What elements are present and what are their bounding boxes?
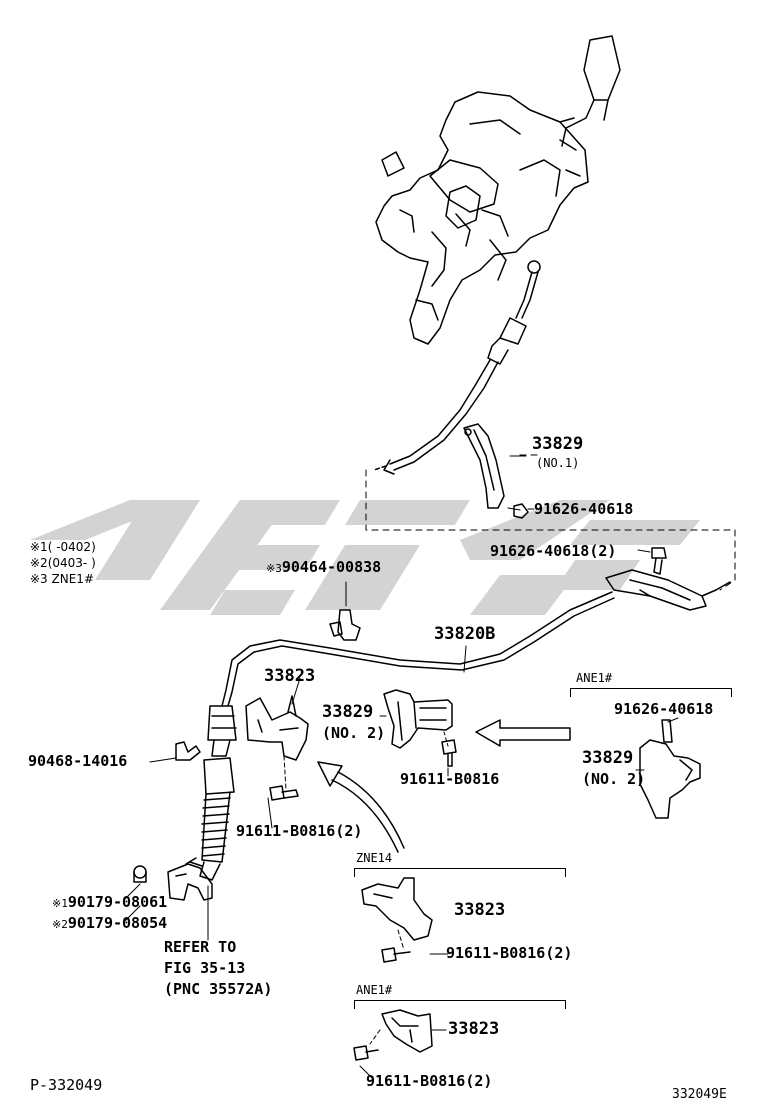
label-33829-no2[interactable]: 33829 <box>322 702 374 722</box>
group-zne14-bracket <box>354 868 566 877</box>
label-90179-b-number: 90179-08054 <box>67 914 168 932</box>
note-3-text: ZNE1# <box>51 572 94 586</box>
ane1-right-bracket <box>639 719 701 819</box>
shift-lever <box>559 35 621 147</box>
label-ane1-right-91626[interactable]: 91626-40618 <box>614 700 714 718</box>
label-33829-no1-sub: (NO.1) <box>536 456 580 470</box>
refer-line-3[interactable]: (PNC 35572A) <box>164 980 273 998</box>
refer-line-2: FIG 35-13 <box>164 959 246 977</box>
bolt-91626-2 <box>651 547 667 575</box>
group-ane1-bottom-bracket <box>354 1000 566 1009</box>
leader-lines <box>123 455 679 1079</box>
label-ane1-right-33829[interactable]: 33829 <box>582 748 634 768</box>
label-91626-40618-a[interactable]: 91626-40618 <box>534 500 634 518</box>
refer-line-1: REFER TO <box>164 938 237 956</box>
note-2-text: (0403- ) <box>47 556 96 570</box>
label-ane1-bottom-91611[interactable]: 91611-B0816(2) <box>366 1072 493 1090</box>
figure-code: 332049E <box>672 1087 727 1102</box>
label-33829-no1[interactable]: 33829 <box>532 434 584 454</box>
label-91611-b0816-center[interactable]: 91611-B0816 <box>400 770 500 788</box>
bracket-33823-main <box>245 695 309 791</box>
page-code: P-332049 <box>30 1076 103 1094</box>
label-91626-40618-b[interactable]: 91626-40618(2) <box>490 542 617 560</box>
label-90464-mark: ※3 <box>266 562 282 575</box>
label-90464-number: 90464-00838 <box>281 558 382 576</box>
label-ane1-right-33829-sub: (NO. 2) <box>582 770 646 788</box>
bolt-91611-left <box>269 785 299 801</box>
note-2: ※2(0403- ) <box>30 557 96 569</box>
label-90179-b-mark: ※2 <box>52 918 68 931</box>
zne14-bracket <box>361 877 433 963</box>
shift-cable-upper <box>373 260 541 475</box>
label-33820b[interactable]: 33820B <box>434 624 496 644</box>
label-33829-no2-sub: (NO. 2) <box>322 724 386 742</box>
group-ane1-bottom-title: ANE1# <box>356 983 393 997</box>
shift-cable-33820b <box>221 591 615 707</box>
shift-lever-housing <box>375 91 589 345</box>
label-90179-08054[interactable]: ※290179-08054 <box>52 916 167 931</box>
note-1: ※1( -0402) <box>30 541 96 553</box>
label-90179-a-number: 90179-08061 <box>67 893 168 911</box>
group-zne14-title: ZNE14 <box>356 851 393 865</box>
cable-end-bracket <box>133 857 213 941</box>
group-ane1-right-title: ANE1# <box>576 671 613 685</box>
view-arrow-right <box>475 719 571 747</box>
label-90179-a-mark: ※1 <box>52 897 68 910</box>
label-91611-b0816-left[interactable]: 91611-B0816(2) <box>236 822 363 840</box>
note-1-mark: ※1 <box>30 540 48 554</box>
label-90468-14016[interactable]: 90468-14016 <box>28 752 128 770</box>
note-3-mark: ※3 <box>30 572 48 586</box>
label-90464-00838[interactable]: ※390464-00838 <box>266 560 381 575</box>
clip-90468 <box>149 741 201 763</box>
label-ane1-bottom-33823[interactable]: 33823 <box>448 1019 500 1039</box>
label-zne14-33823[interactable]: 33823 <box>454 900 506 920</box>
label-zne14-91611[interactable]: 91611-B0816(2) <box>446 944 573 962</box>
group-ane1-right-bracket <box>570 688 732 697</box>
view-arrow-curved <box>317 761 405 853</box>
cable-end-plate <box>605 569 731 611</box>
bracket-33829-no1 <box>463 423 529 519</box>
label-33823-main[interactable]: 33823 <box>264 666 316 686</box>
note-3: ※3 ZNE1# <box>30 573 94 585</box>
routing-dashes <box>365 454 736 591</box>
shift-cable-lower <box>189 705 237 881</box>
note-2-mark: ※2 <box>30 556 48 570</box>
ane1-bottom-bracket <box>353 1009 433 1061</box>
clip-90464 <box>329 581 361 641</box>
note-1-text: ( -0402) <box>47 540 96 554</box>
bracket-33829-no2 <box>383 689 457 767</box>
label-90179-08061[interactable]: ※190179-08061 <box>52 895 167 910</box>
